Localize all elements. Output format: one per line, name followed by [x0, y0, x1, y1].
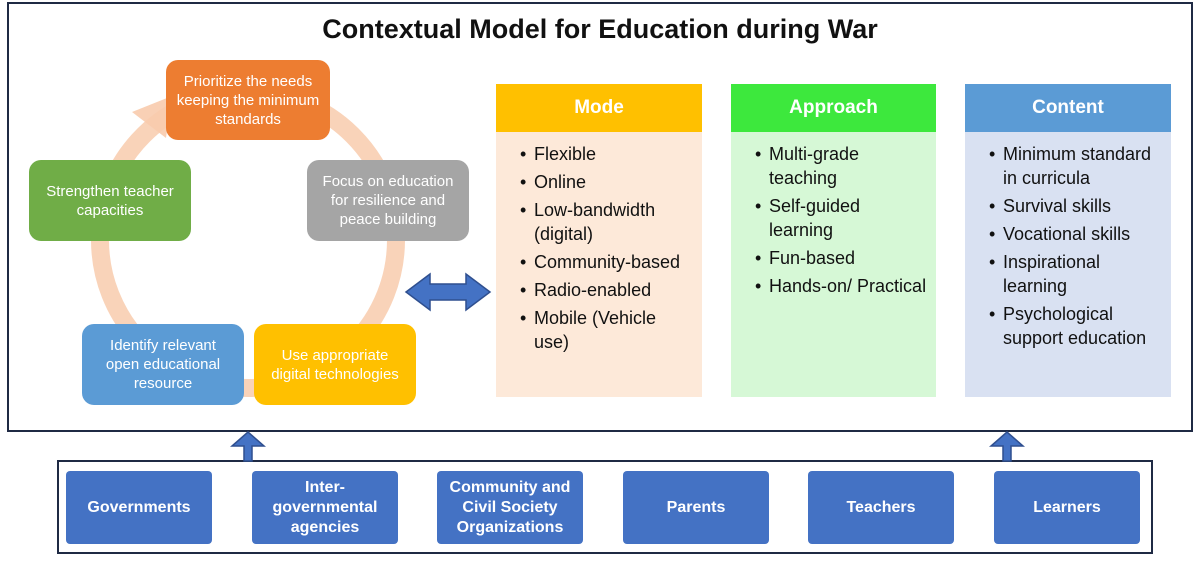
mode-item: Community-based [520, 250, 694, 274]
stakeholder-label: Governments [87, 498, 191, 516]
mode-item: Low-bandwidth (digital) [520, 198, 694, 246]
content-list: Minimum standard in curricula Survival s… [979, 142, 1163, 350]
content-item: Minimum standard in curricula [989, 142, 1163, 190]
mode-list: Flexible Online Low-bandwidth (digital) … [510, 142, 694, 354]
mode-item: Mobile (Vehicle use) [520, 306, 694, 354]
cycle-identify: Identify relevant open educational resou… [82, 324, 244, 405]
stakeholder-civil-society: Community and Civil Society Organization… [437, 471, 583, 544]
content-item: Survival skills [989, 194, 1163, 218]
cycle-prioritize-text: Prioritize the needs keeping the minimum… [176, 72, 320, 128]
stakeholder-intergovernmental: Inter-governmental agencies [252, 471, 398, 544]
stakeholder-label: Teachers [846, 498, 916, 516]
stakeholder-teachers: Teachers [808, 471, 954, 544]
content-item: Psychological support education [989, 302, 1163, 350]
cycle-focus: Focus on education for resilience and pe… [307, 160, 469, 241]
approach-heading: Approach [731, 84, 936, 132]
mode-item: Online [520, 170, 694, 194]
approach-heading-text: Approach [789, 97, 878, 118]
diagram-title: Contextual Model for Education during Wa… [322, 14, 878, 44]
stakeholder-governments: Governments [66, 471, 212, 544]
mode-heading-text: Mode [574, 97, 624, 118]
mode-item: Flexible [520, 142, 694, 166]
cycle-identify-text: Identify relevant open educational resou… [105, 337, 221, 392]
cycle-strengthen: Strengthen teacher capacities [29, 160, 191, 241]
cycle-digital-text: Use appropriate digital technologies [271, 346, 399, 383]
approach-item: Hands-on/ Practical [755, 274, 928, 298]
approach-list: Multi-grade teaching Self-guided learnin… [745, 142, 928, 298]
stakeholder-frame [57, 460, 1153, 554]
stakeholder-label: Community and Civil Society Organization… [449, 478, 571, 536]
model-frame [7, 2, 1193, 432]
stakeholder-label: Learners [1033, 498, 1101, 516]
mode-item: Radio-enabled [520, 278, 694, 302]
up-arrow-right [989, 431, 1025, 462]
content-list-panel: Minimum standard in curricula Survival s… [965, 132, 1171, 397]
mode-list-panel: Flexible Online Low-bandwidth (digital) … [496, 132, 702, 397]
cycle-prioritize: Prioritize the needs keeping the minimum… [166, 60, 330, 140]
content-heading: Content [965, 84, 1171, 132]
cycle-focus-text: Focus on education for resilience and pe… [322, 173, 454, 228]
approach-item: Self-guided learning [755, 194, 928, 242]
content-heading-text: Content [1032, 97, 1104, 118]
approach-list-panel: Multi-grade teaching Self-guided learnin… [731, 132, 936, 397]
stakeholder-learners: Learners [994, 471, 1140, 544]
mode-heading: Mode [496, 84, 702, 132]
content-item: Inspirational learning [989, 250, 1163, 298]
up-arrow-left [230, 431, 266, 462]
double-arrow [404, 272, 492, 312]
stakeholder-parents: Parents [623, 471, 769, 544]
cycle-strengthen-text: Strengthen teacher capacities [46, 182, 174, 219]
stakeholder-label: Inter-governmental agencies [272, 478, 378, 536]
approach-item: Multi-grade teaching [755, 142, 928, 190]
content-item: Vocational skills [989, 222, 1163, 246]
cycle-arrowhead [132, 96, 172, 138]
approach-item: Fun-based [755, 246, 928, 270]
cycle-digital: Use appropriate digital technologies [254, 324, 416, 405]
stakeholder-label: Parents [666, 498, 726, 516]
